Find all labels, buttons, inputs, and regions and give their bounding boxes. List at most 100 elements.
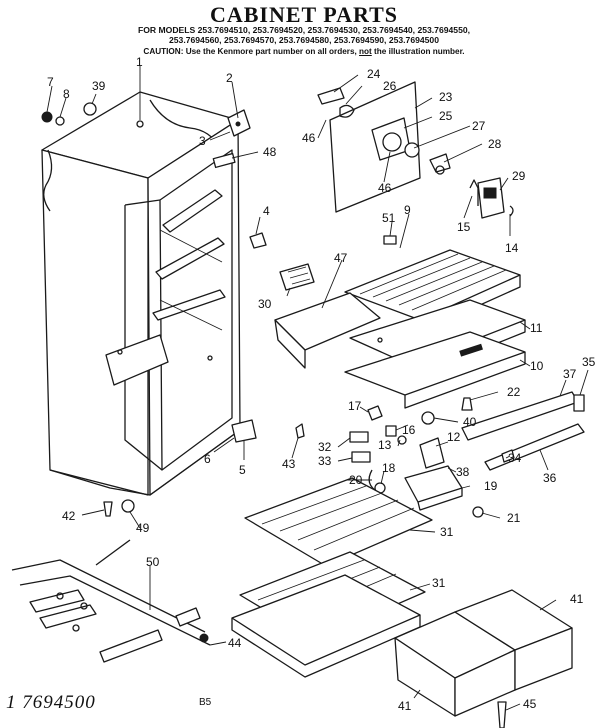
models-line-2: 253.7694560, 253.7694570, 253.7694580, 2… [168,35,439,45]
callout-45: 45 [523,697,537,711]
part-17 [367,405,383,421]
screw-1 [136,120,144,128]
end-cap-35 [573,394,585,412]
callout-14: 14 [505,241,519,255]
part-33 [351,451,371,463]
page-code: B5 [199,697,212,708]
callout-11: 11 [530,321,543,335]
roller-49 [121,499,135,513]
bottom-hinge [231,419,257,443]
bumper-39 [83,102,97,116]
models-line-1: FOR MODELS 253.7694510, 253.7694520, 253… [137,25,471,35]
callout-20: 20 [349,473,363,487]
panel-47 [274,292,381,369]
leveler-42 [103,501,113,517]
handwritten-model-number: 1 7694500 [6,692,96,713]
callout-31-middle: 31 [432,576,446,590]
callout-3: 3 [199,134,206,148]
part-45 [497,701,507,728]
callout-8: 8 [63,87,70,101]
crisper-drawer-right [454,589,573,691]
rail-36 [484,423,585,471]
callout-7: 7 [47,75,54,89]
callout-48: 48 [263,145,277,159]
callouts: 1 2 3 4 5 6 7 8 9 10 11 12 13 14 15 16 1… [46,55,596,713]
callout-32: 32 [318,440,332,454]
callout-21: 21 [507,511,521,525]
callout-15: 15 [457,220,471,234]
control-30 [279,263,315,291]
callout-33: 33 [318,454,332,468]
caution-note: CAUTION: Use the Kenmore part number on … [0,47,608,56]
callout-26: 26 [383,79,397,93]
box-19 [404,465,463,503]
callout-24: 24 [367,67,381,81]
callout-13: 13 [378,438,392,452]
callout-35: 35 [582,355,596,369]
callout-18: 18 [382,461,396,475]
crisper-drawer-left [394,611,516,717]
callout-4: 4 [263,204,270,218]
socket-16 [385,425,397,437]
control-panel-assembly [317,81,451,213]
cabinet-body [41,91,241,496]
screw-21 [472,506,484,518]
clip-4 [249,232,267,249]
callout-31-top: 31 [440,525,454,539]
part-13 [397,435,407,445]
callout-36: 36 [543,471,557,485]
callout-1: 1 [136,55,143,69]
callout-30: 30 [258,297,272,311]
callout-9: 9 [404,203,411,217]
top-hinge [227,109,251,137]
callout-41-right: 41 [570,592,584,606]
callout-43: 43 [282,457,296,471]
clip-51 [383,235,397,245]
callout-6: 6 [204,452,211,466]
caution-not: not [359,47,372,56]
caution-prefix: CAUTION: Use the Kenmore part number on … [143,47,360,56]
callout-40: 40 [463,415,477,429]
cap-7 [41,111,53,123]
callout-44: 44 [228,636,242,650]
clip-34 [501,449,515,463]
callout-51: 51 [382,211,396,225]
callout-22: 22 [507,385,521,399]
callout-49: 49 [136,521,150,535]
callout-39: 39 [92,79,106,93]
callout-16: 16 [402,423,416,437]
callout-2: 2 [226,71,233,85]
callout-37: 37 [563,367,577,381]
callout-46-lower: 46 [378,181,392,195]
callout-19: 19 [484,479,498,493]
callout-10: 10 [530,359,544,373]
callout-12: 12 [447,430,461,444]
callout-41-left: 41 [398,699,412,713]
callout-5: 5 [239,463,246,477]
callout-27: 27 [472,119,486,133]
callout-17: 17 [348,399,362,413]
callout-34: 34 [508,451,522,465]
caution-suffix: the illustration number. [371,47,465,56]
bulb-22 [461,397,473,411]
callout-25: 25 [439,109,453,123]
callout-23: 23 [439,90,453,104]
cover-10 [344,331,526,409]
wire-shelf-top [244,477,433,567]
thermostat-bracket [469,177,514,219]
base-assembly-50 [11,539,211,663]
callout-47: 47 [334,251,348,265]
callout-28: 28 [488,137,502,151]
callout-29: 29 [512,169,526,183]
part-40 [421,411,435,425]
screw-43 [295,423,305,439]
part-32 [349,431,369,443]
bracket-12 [419,437,445,469]
callout-50: 50 [146,555,160,569]
callout-42: 42 [62,509,76,523]
washer-8 [55,116,65,126]
page-title: CABINET PARTS [209,2,399,27]
shelf-44 [231,574,421,678]
callout-38: 38 [456,465,470,479]
